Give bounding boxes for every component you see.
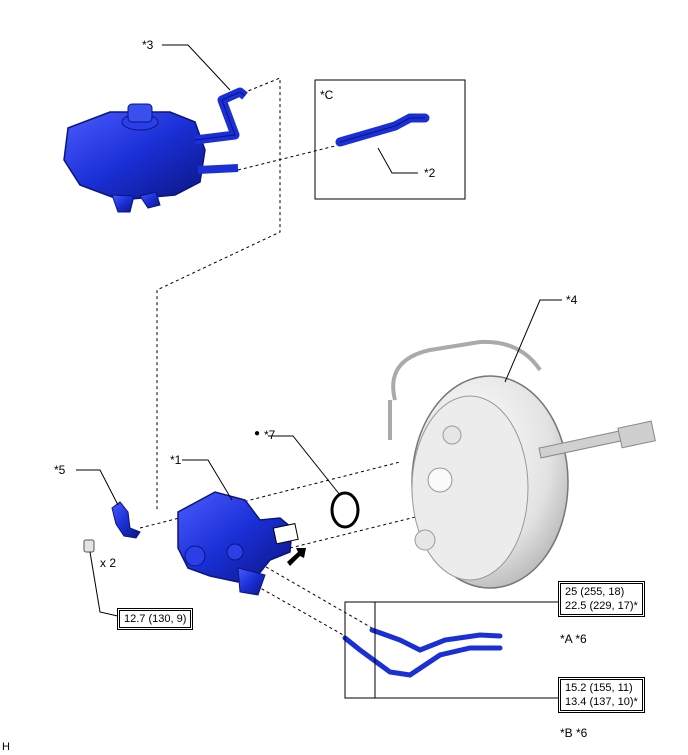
- label-a-6: *A *6: [560, 632, 587, 646]
- torque-box-b: 15.2 (155, 11) 13.4 (137, 10)*: [558, 677, 645, 713]
- corner-mark: H: [2, 741, 10, 753]
- label-part-4: *4: [566, 293, 578, 307]
- bracket: [111, 501, 141, 539]
- label-part-5: *5: [54, 463, 66, 477]
- label-b-6: *B *6: [560, 726, 588, 740]
- master-cylinder: [177, 491, 299, 596]
- torque-a-value-2: 22.5 (229, 17)*: [565, 600, 638, 612]
- brake-lines: [342, 627, 503, 678]
- brake-booster: [388, 339, 656, 589]
- label-detail-c: *C: [320, 88, 334, 102]
- torque-box-a: 25 (255, 18) 22.5 (229, 17)*: [558, 581, 645, 617]
- torque-nut-value: 12.7 (130, 9): [124, 613, 187, 625]
- torque-b-value-1: 15.2 (155, 11): [565, 682, 633, 694]
- label-part-1: *1: [170, 453, 182, 467]
- reservoir-tank: [63, 87, 248, 213]
- label-part-3: *3: [142, 38, 154, 52]
- label-part-2: *2: [424, 166, 436, 180]
- hose-detail: [335, 113, 430, 147]
- torque-bracket-lines: [344, 601, 558, 699]
- bullet-mark: ●: [254, 428, 261, 439]
- label-part-7: *7: [264, 428, 276, 442]
- torque-box-nut: 12.7 (130, 9): [117, 608, 194, 630]
- nut: [83, 539, 95, 553]
- leader-lines: [76, 44, 562, 618]
- label-quantity: x 2: [100, 556, 117, 570]
- torque-a-value-1: 25 (255, 18): [565, 586, 625, 598]
- direction-arrow: [287, 548, 306, 566]
- torque-b-value-2: 13.4 (137, 10)*: [565, 696, 638, 708]
- detail-box-c: [314, 79, 466, 200]
- o-ring: [330, 491, 360, 529]
